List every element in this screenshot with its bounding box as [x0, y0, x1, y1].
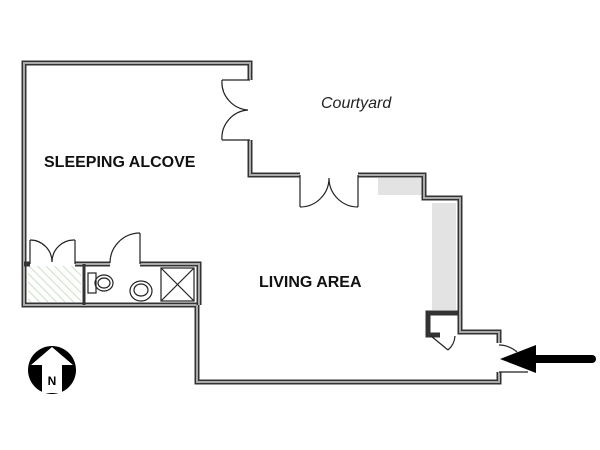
toilet — [87, 272, 114, 294]
kitchen-counter-top — [378, 178, 423, 195]
kitchen-counter-side — [432, 203, 456, 310]
exterior-walls — [21, 60, 502, 385]
shower — [160, 267, 195, 302]
north-compass-icon: N — [28, 346, 76, 394]
courtyard-door-living[interactable] — [299, 175, 359, 208]
courtyard-label: Courtyard — [321, 95, 392, 112]
closet-door[interactable] — [29, 239, 76, 264]
sink — [129, 280, 153, 302]
bathroom-door[interactable] — [109, 232, 141, 264]
entry-closet-door[interactable] — [430, 335, 456, 351]
room-label-living-area: LIVING AREA — [259, 274, 362, 291]
entrance-door[interactable] — [498, 344, 528, 373]
compass-north-label: N — [48, 374, 57, 388]
room-label-sleeping-alcove: SLEEPING ALCOVE — [44, 154, 196, 171]
closet — [28, 266, 81, 302]
entrance-arrow-icon — [500, 345, 596, 373]
courtyard-door-sleeping[interactable] — [221, 79, 250, 141]
